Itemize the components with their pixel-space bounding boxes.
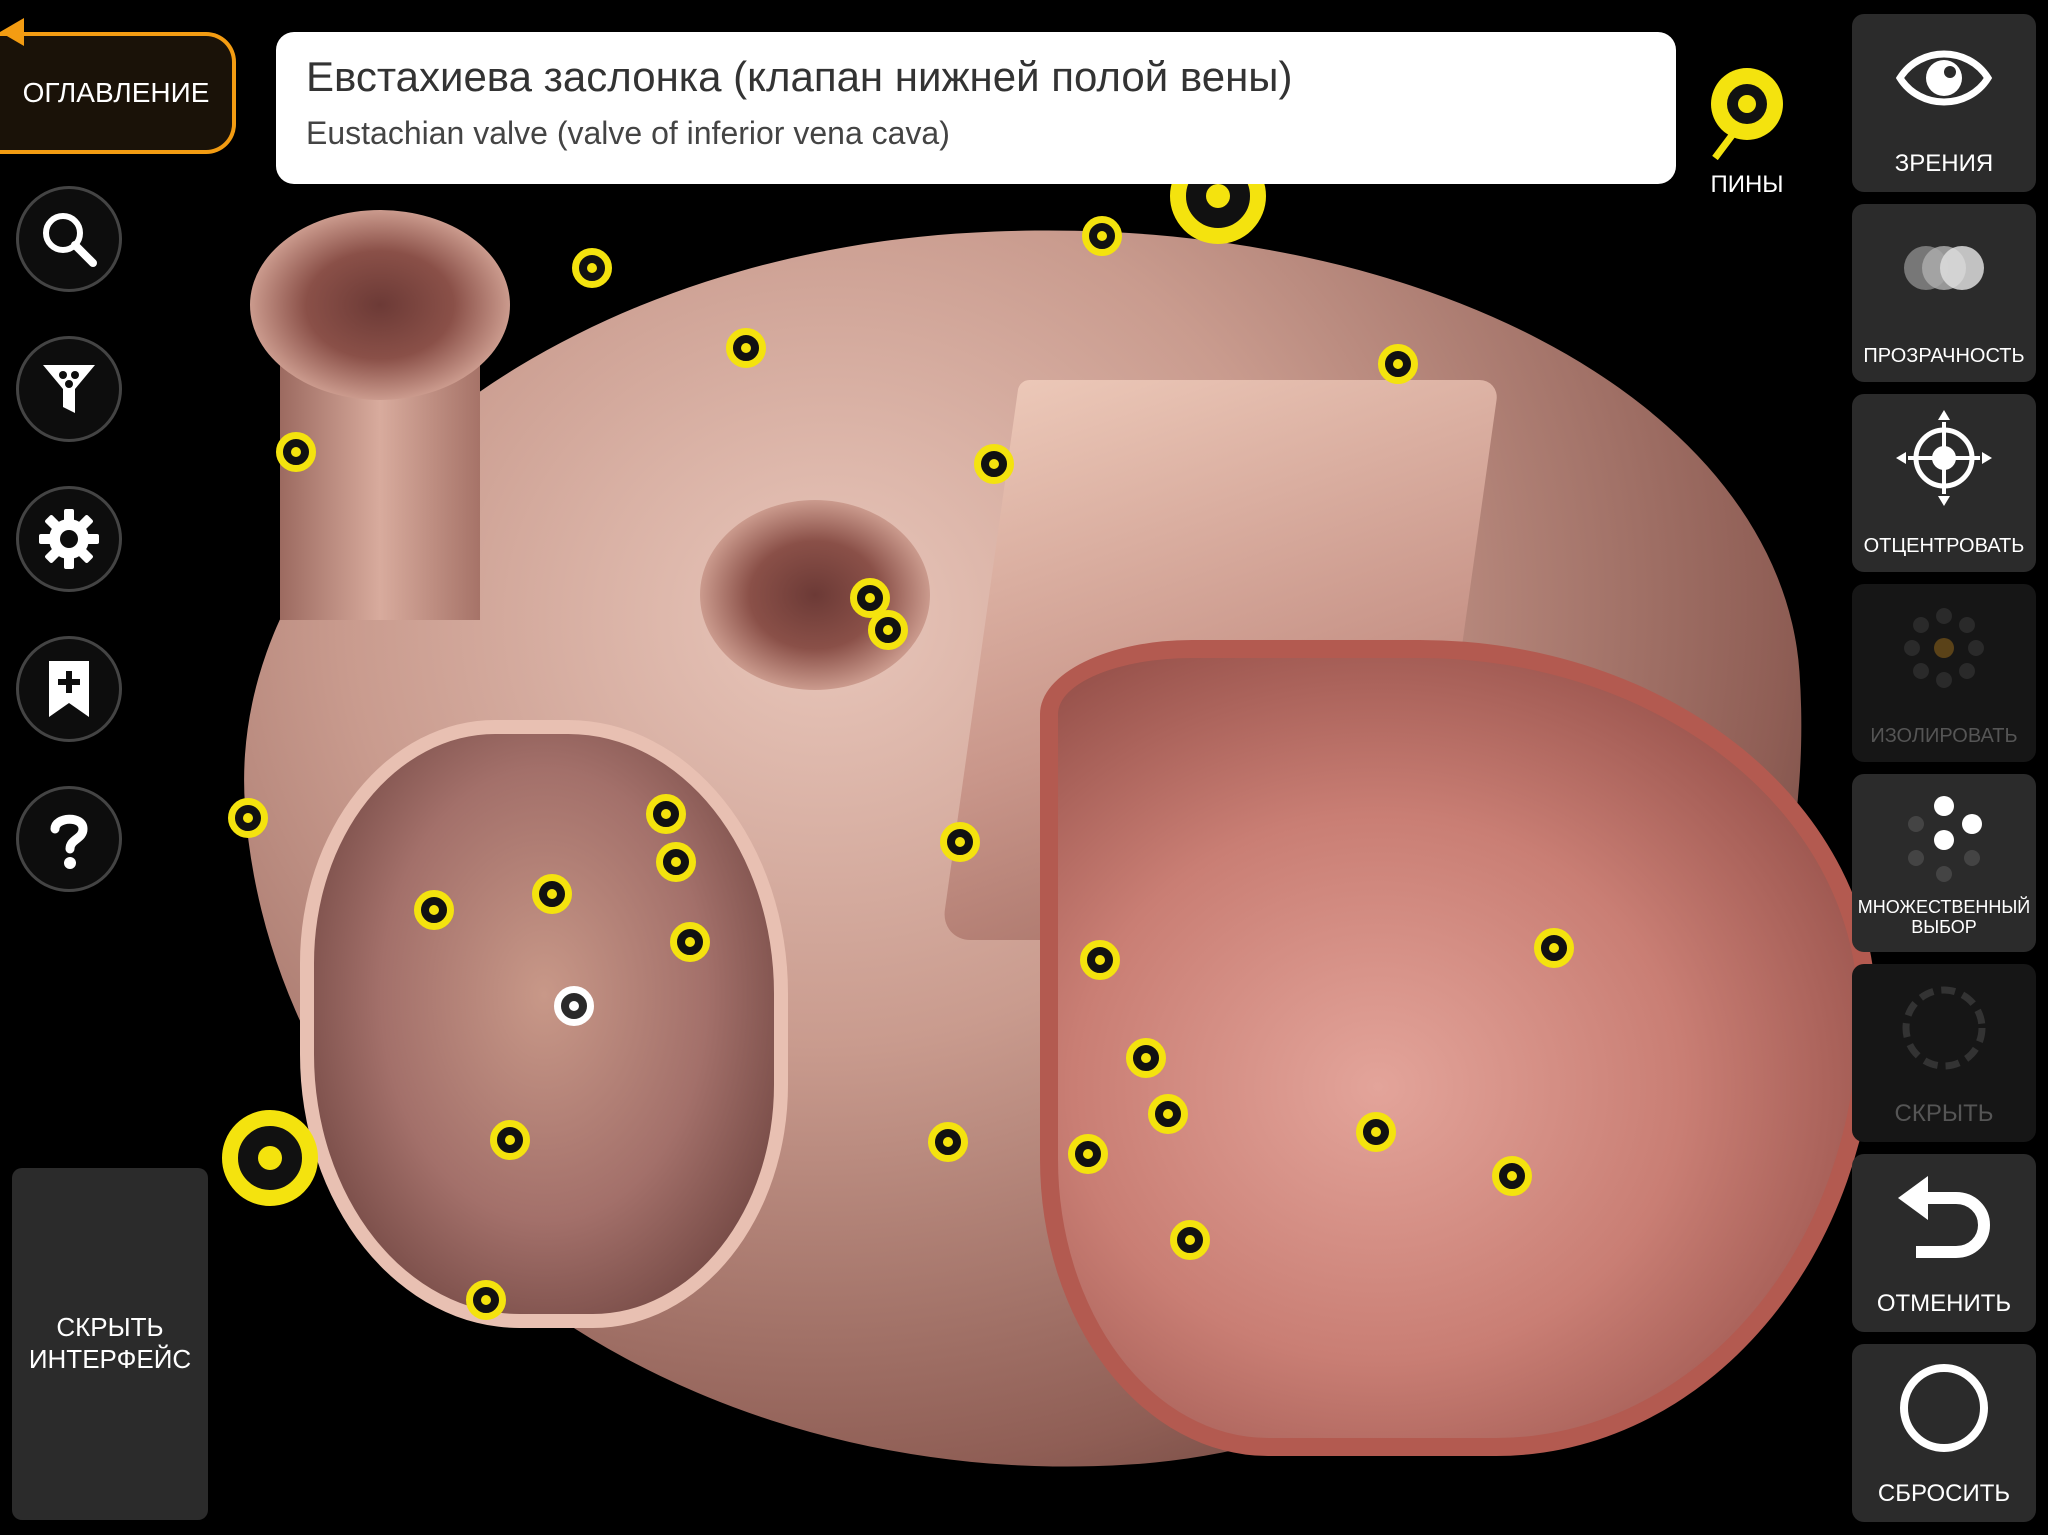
pin-marker[interactable] <box>1082 216 1122 256</box>
pin-marker[interactable] <box>850 578 890 618</box>
gear-icon <box>39 509 99 569</box>
reset-label: СБРОСИТЬ <box>1877 1480 2011 1508</box>
pin-marker[interactable] <box>276 432 316 472</box>
superior-vena-cava-opening[interactable] <box>250 210 510 400</box>
search-icon <box>43 213 97 267</box>
view-button[interactable]: ЗРЕНИЯ <box>1852 14 2036 192</box>
hide-icon <box>1902 986 1986 1070</box>
pin-marker[interactable] <box>1126 1038 1166 1078</box>
pin-marker[interactable] <box>1378 344 1418 384</box>
pin-marker[interactable] <box>1356 1112 1396 1152</box>
pin-marker[interactable] <box>1068 1134 1108 1174</box>
center-label: ОТЦЕНТРОВАТЬ <box>1863 535 2025 557</box>
hide-interface-label: СКРЫТЬ ИНТЕРФЕЙС <box>28 1312 192 1374</box>
structure-title-ru: Евстахиева заслонка (клапан нижней полой… <box>306 53 1293 100</box>
pin-marker[interactable] <box>414 890 454 930</box>
pin-icon <box>1711 68 1783 161</box>
help-button[interactable] <box>16 786 122 892</box>
isolate-button[interactable]: ИЗОЛИРОВАТЬ <box>1852 584 2036 762</box>
transparency-button[interactable]: ПРОЗРАЧНОСТЬ <box>1852 204 2036 382</box>
eye-icon <box>1895 50 1993 106</box>
aorta-opening[interactable] <box>700 500 930 690</box>
multi-select-label: МНОЖЕСТВЕННЫЙ ВЫБОР <box>1857 896 2031 938</box>
bookmark-add-icon <box>49 661 89 717</box>
center-button[interactable]: ОТЦЕНТРОВАТЬ <box>1852 394 2036 572</box>
filter-icon <box>43 365 95 413</box>
pin-marker-selected[interactable] <box>554 986 594 1026</box>
pins-toggle[interactable]: ПИНЫ <box>1692 60 1802 210</box>
pin-marker[interactable] <box>532 874 572 914</box>
ventricle-cut[interactable] <box>1040 640 1876 1456</box>
search-button[interactable] <box>16 186 122 292</box>
contents-label: ОГЛАВЛЕНИЕ <box>22 77 210 108</box>
multi-select-icon <box>1908 796 1982 882</box>
back-arrow-icon[interactable] <box>0 18 24 46</box>
pin-marker[interactable] <box>726 328 766 368</box>
structure-title-panel: Евстахиева заслонка (клапан нижней полой… <box>276 32 1676 184</box>
pin-marker[interactable] <box>466 1280 506 1320</box>
hide-interface-button[interactable]: СКРЫТЬ ИНТЕРФЕЙС <box>12 1168 208 1520</box>
filter-button[interactable] <box>16 336 122 442</box>
reset-button[interactable]: СБРОСИТЬ <box>1852 1344 2036 1522</box>
pin-marker[interactable] <box>646 794 686 834</box>
multi-select-button[interactable]: МНОЖЕСТВЕННЫЙ ВЫБОР <box>1852 774 2036 952</box>
isolate-icon <box>1904 608 1984 688</box>
bookmark-add-button[interactable] <box>16 636 122 742</box>
isolate-label: ИЗОЛИРОВАТЬ <box>1870 725 2018 747</box>
crosshair-icon <box>1896 410 1992 506</box>
right-atrium-cut[interactable] <box>300 720 788 1328</box>
undo-label: ОТМЕНИТЬ <box>1876 1290 2012 1318</box>
pin-marker[interactable] <box>974 444 1014 484</box>
view-label: ЗРЕНИЯ <box>1894 150 1994 178</box>
transparency-label: ПРОЗРАЧНОСТЬ <box>1863 345 2025 367</box>
pin-marker[interactable] <box>1170 1220 1210 1260</box>
pin-marker[interactable] <box>1148 1094 1188 1134</box>
pin-marker[interactable] <box>1492 1156 1532 1196</box>
contents-button[interactable]: ОГЛАВЛЕНИЕ <box>0 32 236 154</box>
pin-marker[interactable] <box>572 248 612 288</box>
pin-marker[interactable] <box>490 1120 530 1160</box>
help-icon <box>50 814 88 869</box>
pin-marker[interactable] <box>670 922 710 962</box>
undo-icon <box>1898 1176 1991 1258</box>
pin-marker[interactable] <box>868 610 908 650</box>
undo-button[interactable]: ОТМЕНИТЬ <box>1852 1154 2036 1332</box>
pin-marker[interactable] <box>928 1122 968 1162</box>
pin-marker[interactable] <box>228 798 268 838</box>
pin-marker[interactable] <box>656 842 696 882</box>
pin-marker[interactable] <box>1534 928 1574 968</box>
pins-label: ПИНЫ <box>1710 171 1784 198</box>
settings-button[interactable] <box>16 486 122 592</box>
reset-icon <box>1900 1364 1988 1452</box>
pin-marker[interactable] <box>222 1110 318 1206</box>
structure-title-en: Eustachian valve (valve of inferior vena… <box>306 115 950 152</box>
pin-marker[interactable] <box>1080 940 1120 980</box>
pin-marker[interactable] <box>940 822 980 862</box>
transparency-icon <box>1904 246 1984 290</box>
hide-label: СКРЫТЬ <box>1894 1100 1994 1128</box>
hide-button[interactable]: СКРЫТЬ <box>1852 964 2036 1142</box>
